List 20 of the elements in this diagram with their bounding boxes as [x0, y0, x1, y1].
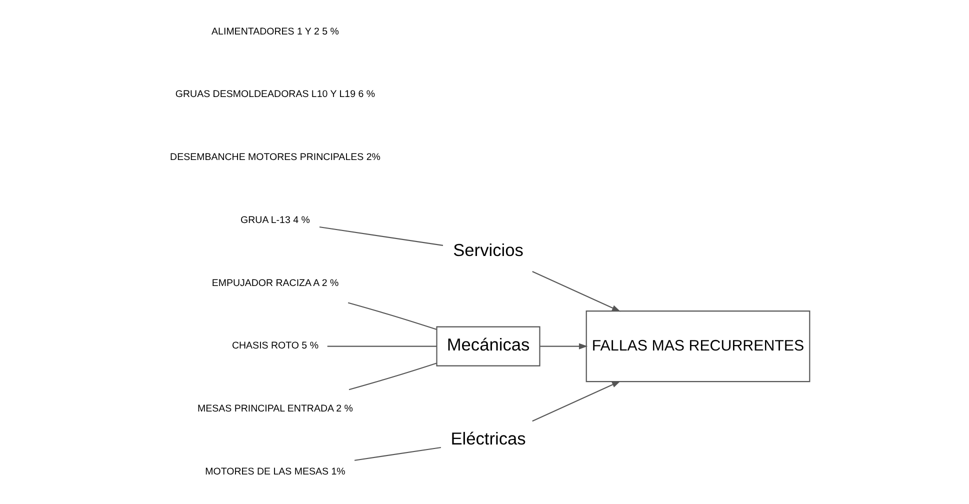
arrow	[532, 380, 620, 422]
node-box: FALLAS MAS RECURRENTES	[585, 310, 810, 382]
node-text: GRUA L-13 4 %	[240, 214, 310, 226]
node-box: Mecánicas	[436, 326, 540, 366]
node-text: EMPUJADOR RACIZA A 2 %	[211, 278, 338, 289]
node-text: GRUAS DESMOLDEADORAS L10 Y L19 6 %	[174, 89, 375, 100]
connector	[348, 362, 436, 390]
arrow	[540, 343, 588, 350]
node-text: MOTORES DE LAS MESAS 1%	[204, 466, 345, 478]
node-text: Servicios	[452, 240, 523, 260]
node-text: MESAS PRINCIPAL ENTRADA 2 %	[196, 404, 352, 415]
node-text: ALIMENTADORES 1 Y 2 5 %	[211, 26, 338, 38]
arrow	[532, 271, 620, 312]
node-text: DESEMBANCHE MOTORES PRINCIPALES 2%	[170, 152, 380, 164]
node-text: Eléctricas	[450, 428, 526, 449]
connector	[354, 446, 440, 461]
connector	[326, 346, 436, 347]
node-text: CHASIS ROTO 5 %	[231, 340, 318, 352]
connector	[347, 302, 436, 330]
connector	[318, 226, 443, 246]
